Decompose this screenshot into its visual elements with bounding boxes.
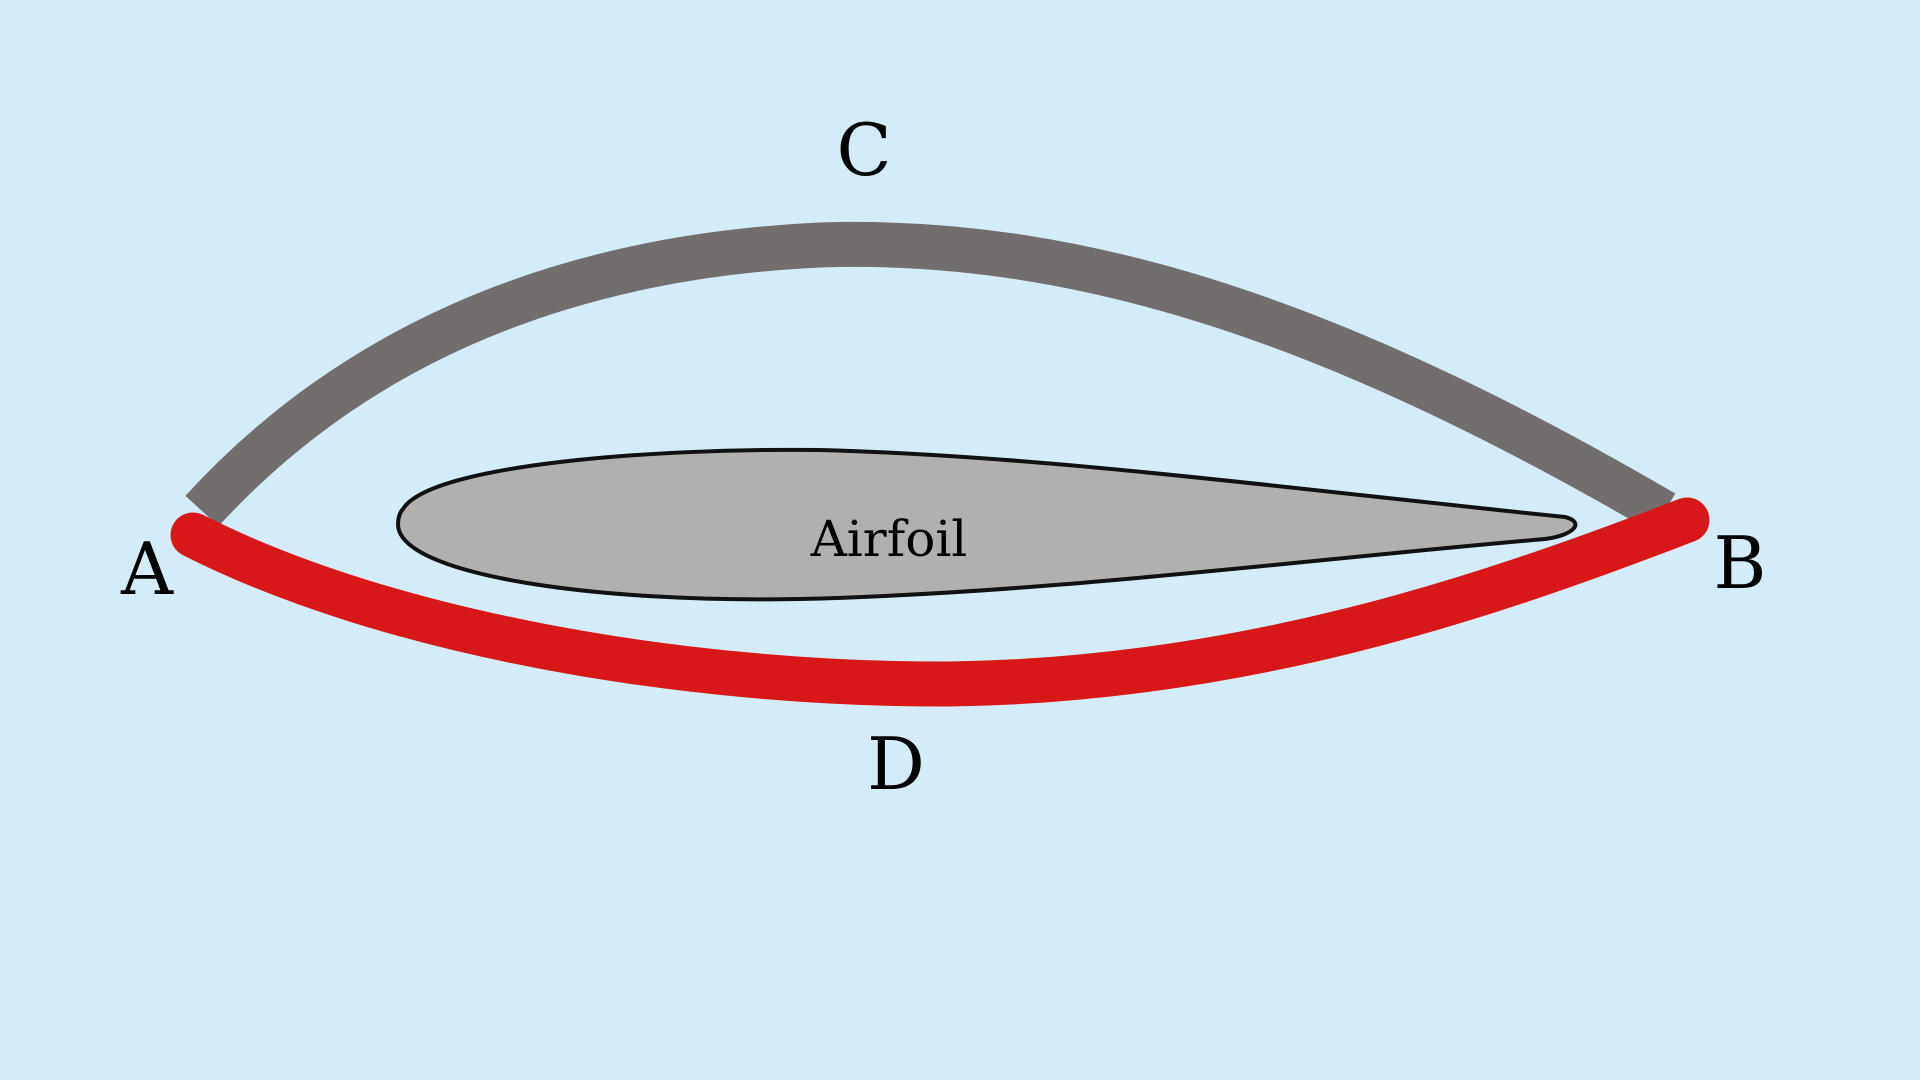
upper-path-c: [185, 221, 1676, 533]
lower-path-d: [170, 497, 1710, 707]
point-label-c: C: [836, 108, 891, 192]
airfoil-shape: [395, 447, 1578, 602]
airfoil-label: Airfoil: [810, 510, 968, 568]
point-label-b: B: [1714, 521, 1767, 605]
point-label-d: D: [867, 722, 925, 806]
point-label-a: A: [120, 527, 174, 611]
